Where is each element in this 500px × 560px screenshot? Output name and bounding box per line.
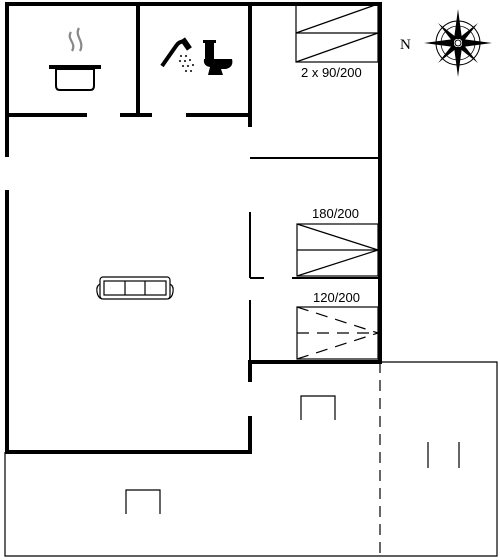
- bed-single-wide: [296, 306, 379, 360]
- shower-toilet-icon: [160, 37, 233, 75]
- compass-north-label: N: [400, 37, 411, 53]
- cooking-pot-icon: [49, 27, 101, 91]
- bed-double: [296, 223, 379, 277]
- bed-label-twin: 2 x 90/200: [301, 65, 362, 80]
- house-walls: [5, 2, 382, 454]
- terrace-outline: [4, 361, 498, 557]
- sofa-icon: [96, 276, 174, 300]
- outdoor-chair: [125, 489, 161, 514]
- outdoor-chair: [300, 395, 336, 420]
- garden-bench: [427, 442, 460, 468]
- compass-rose-icon: [424, 9, 492, 77]
- bed-single-twin: [295, 3, 379, 63]
- bed-label-double: 180/200: [312, 206, 359, 221]
- bed-label-single: 120/200: [313, 290, 360, 305]
